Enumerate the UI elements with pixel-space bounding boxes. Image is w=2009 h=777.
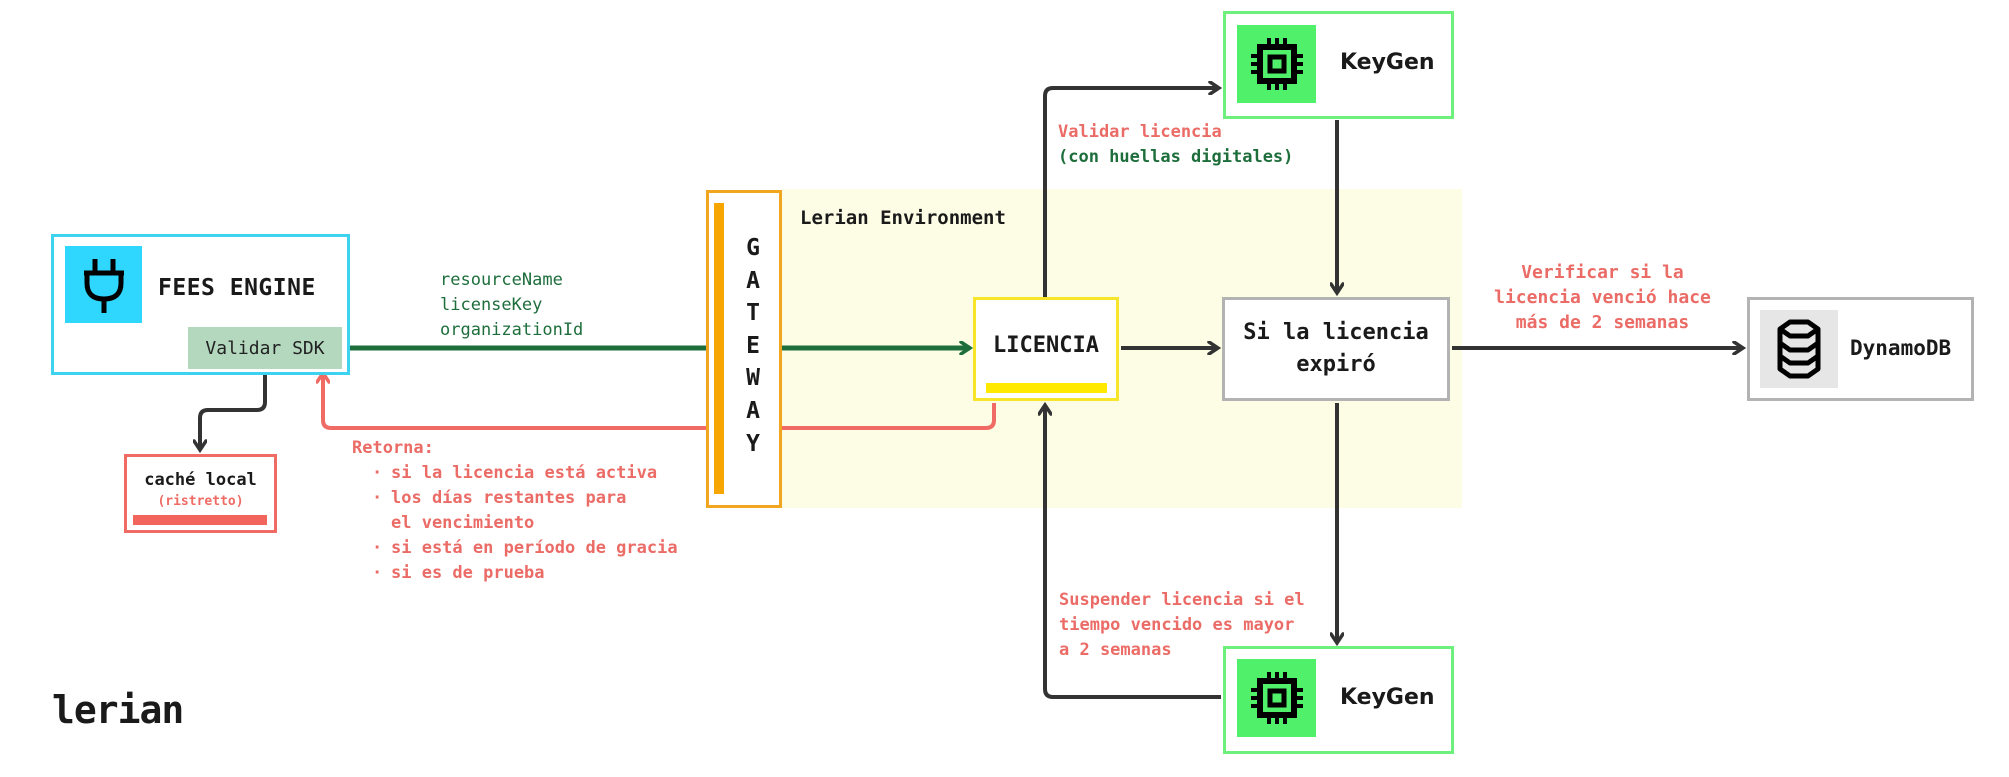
response-item: si está en período de gracia <box>372 536 678 561</box>
cache-subtitle: (ristretto) <box>157 494 244 509</box>
keygen-bottom-label: KeyGen <box>1340 685 1435 710</box>
expiry-line-2: expiró <box>1296 352 1376 377</box>
database-icon <box>1760 310 1838 388</box>
verify-note-line: Verificar si la <box>1521 262 1684 283</box>
licencia-title: LICENCIA <box>993 333 1099 358</box>
gateway-letter: A <box>746 267 760 294</box>
validate-note-line-1: Validar licencia <box>1058 122 1222 142</box>
gateway-accent-bar <box>714 203 724 494</box>
param-resource-name: resourceName <box>440 270 563 290</box>
gateway-letter: Y <box>746 430 760 457</box>
suspend-note: Suspender licencia si el tiempo vencido … <box>1059 588 1305 663</box>
validar-sdk-button[interactable]: Validar SDK <box>188 327 342 369</box>
gateway-letter: T <box>746 300 760 327</box>
verify-note: Verificar si la licencia venció hace más… <box>1470 260 1735 335</box>
cache-line <box>200 371 267 450</box>
fees-engine-title: FEES ENGINE <box>158 275 316 301</box>
chip-icon <box>1237 659 1316 737</box>
licencia-accent-bar <box>986 383 1107 393</box>
gateway-letter: G <box>746 235 760 261</box>
lerian-logo: lerian <box>52 688 184 732</box>
response-note: Retorna: si la licencia está activa los … <box>352 436 678 586</box>
cache-title: caché local <box>144 470 257 490</box>
gateway-letter: E <box>746 332 760 359</box>
validate-note: Validar licencia (con huellas digitales) <box>1058 120 1293 170</box>
gateway-label: G A T E W A Y <box>738 232 768 460</box>
response-item: si es de prueba <box>372 561 678 586</box>
keygen-top-label: KeyGen <box>1340 50 1435 75</box>
gateway-letter: A <box>746 397 760 424</box>
plug-icon <box>65 246 142 323</box>
chip-icon <box>1237 25 1316 103</box>
dynamodb-label: DynamoDB <box>1850 336 1952 360</box>
response-item: si la licencia está activa <box>372 461 678 486</box>
cache-accent-bar <box>133 515 267 525</box>
response-item: los días restantes para el vencimiento <box>372 486 641 536</box>
expiry-line-1: Si la licencia <box>1243 320 1429 345</box>
gateway-letter: W <box>746 365 760 392</box>
suspend-note-line: Suspender licencia si el <box>1059 590 1305 610</box>
param-license-key: licenseKey <box>440 295 543 315</box>
param-organization-id: organizationId <box>440 320 584 340</box>
response-title: Retorna: <box>352 438 434 458</box>
verify-note-line: más de 2 semanas <box>1515 312 1690 333</box>
request-params: resourceName licenseKey organizationId <box>440 268 583 343</box>
suspend-note-line: a 2 semanas <box>1059 640 1172 660</box>
environment-label: Lerian Environment <box>800 207 1006 229</box>
verify-note-line: licencia venció hace <box>1494 287 1711 308</box>
validate-note-line-2: (con huellas digitales) <box>1058 147 1294 167</box>
expiry-check-box[interactable]: Si la licencia expiró <box>1222 297 1450 401</box>
suspend-note-line: tiempo vencido es mayor <box>1059 615 1295 635</box>
